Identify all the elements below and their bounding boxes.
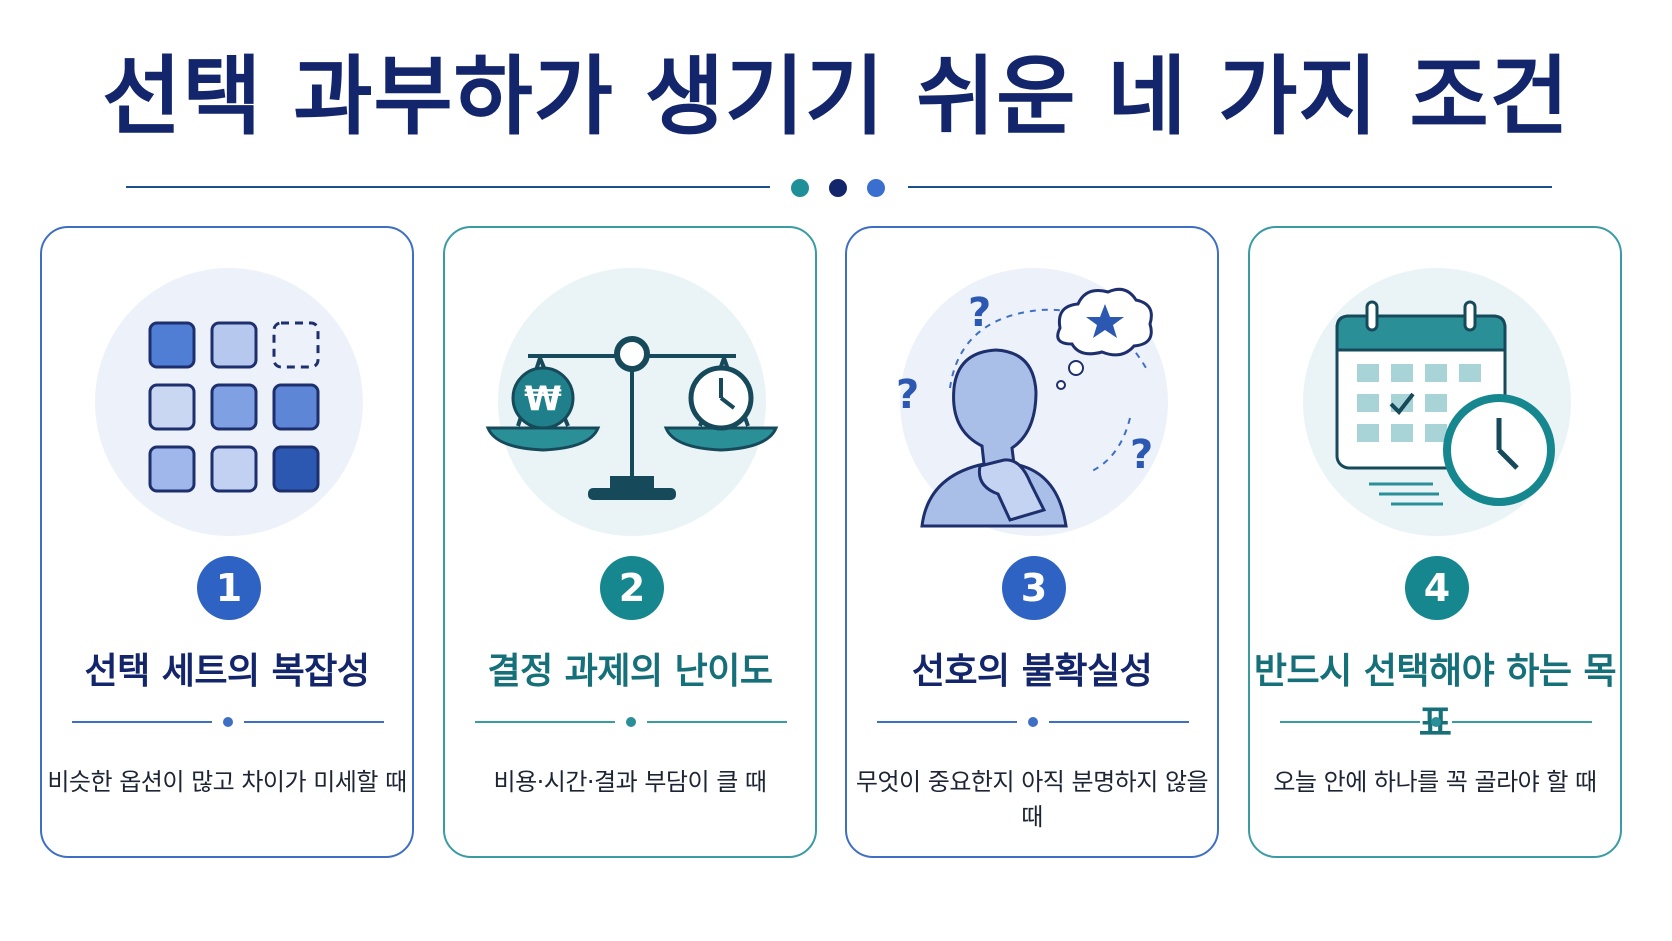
card-separator (1280, 717, 1592, 727)
calendar-clock-icon (1335, 300, 1555, 506)
svg-text:₩: ₩ (524, 379, 562, 419)
card-number-badge: 3 (1002, 556, 1066, 620)
card-separator (877, 717, 1189, 727)
question-mark-icon: ? (896, 372, 919, 418)
condition-card-4: 4 반드시 선택해야 하는 목표 오늘 안에 하나를 꼭 골라야 할 때 (1248, 226, 1622, 858)
card-description: 비용·시간·결과 부담이 클 때 (493, 768, 767, 796)
card-title: 결정 과제의 난이도 (487, 651, 773, 692)
condition-card-2: ₩ 2 결정 과제의 난이도 비용·시간·결과 부담이 클 때 (443, 226, 817, 858)
card-title: 선호의 불확실성 (911, 651, 1153, 692)
balance-scale-icon: ₩ (485, 336, 779, 500)
page-title: 선택 과부하가 생기기 쉬운 네 가지 조건 (102, 47, 1570, 147)
divider-dot-teal (791, 179, 809, 197)
checkmark-icon (1389, 392, 1415, 416)
card-number-badge: 1 (197, 556, 261, 620)
card-title: 반드시 선택해야 하는 목표 (1253, 651, 1617, 744)
question-mark-icon: ? (1130, 432, 1153, 478)
condition-card-3: ? ? ? 3 선호의 불확실성 무엇이 중요한지 아직 분명하지 않을 때 (845, 226, 1219, 858)
card-separator (475, 717, 787, 727)
card-number-badge: 4 (1405, 556, 1469, 620)
condition-card-1: 1 선택 세트의 복잡성 비슷한 옵션이 많고 차이가 미세할 때 (40, 226, 414, 858)
star-icon (1086, 304, 1124, 338)
thinking-person-icon: ? ? ? (896, 287, 1153, 528)
divider-dot-navy (829, 179, 847, 197)
card-description: 비슷한 옵션이 많고 차이가 미세할 때 (47, 768, 407, 796)
card-description: 오늘 안에 하나를 꼭 골라야 할 때 (1273, 768, 1597, 796)
card-description: 무엇이 중요한지 아직 분명하지 않을 때 (855, 768, 1209, 831)
divider-dot-blue (867, 179, 885, 197)
question-mark-icon: ? (968, 290, 991, 336)
option-grid-icon (148, 321, 320, 493)
card-number-badge: 2 (600, 556, 664, 620)
card-title: 선택 세트의 복잡성 (84, 651, 370, 692)
card-separator (72, 717, 384, 727)
title-divider (126, 179, 1552, 197)
